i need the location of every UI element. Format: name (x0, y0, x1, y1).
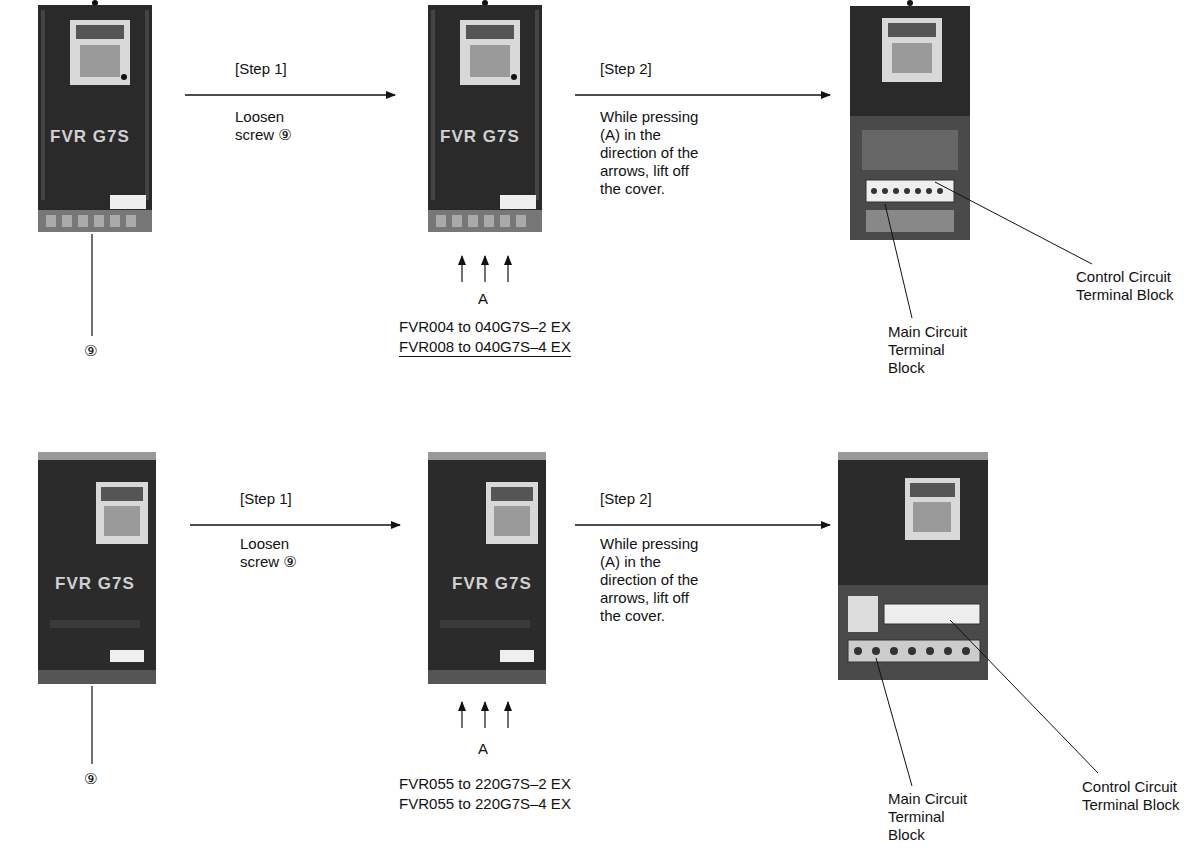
part-label: Main Circuit Terminal Block (888, 790, 983, 844)
callout-number: ⑨ (84, 770, 97, 788)
callout-number: ⑨ (84, 342, 97, 360)
step-heading: [Step 2] (600, 490, 652, 508)
model-range: FVR055 to 220G7S–2 EX (335, 775, 635, 793)
step-heading: [Step 1] (235, 60, 287, 78)
model-range: FVR004 to 040G7S–2 EX (335, 318, 635, 336)
model-range: FVR055 to 220G7S–4 EX (335, 795, 635, 813)
arrow-label: A (478, 290, 488, 308)
part-label: Main Circuit Terminal Block (888, 323, 983, 377)
product-logo: FVR G7S (452, 575, 532, 593)
instruction-text: While pressing (A) in the direction of t… (600, 535, 700, 625)
model-range: FVR008 to 040G7S–4 EX (399, 338, 571, 357)
arrow-label: A (478, 740, 488, 758)
instruction-text: Loosen screw ⑨ (235, 108, 313, 144)
part-label: Control Circuit Terminal Block (1076, 268, 1188, 304)
product-logo: FVR G7S (55, 575, 135, 593)
instruction-text: Loosen screw ⑨ (240, 535, 318, 571)
product-logo: FVR G7S (440, 128, 520, 146)
part-label: Control Circuit Terminal Block (1082, 778, 1192, 814)
step-heading: [Step 2] (600, 60, 652, 78)
step-heading: [Step 1] (240, 490, 292, 508)
instruction-text: While pressing (A) in the direction of t… (600, 108, 700, 198)
product-logo: FVR G7S (50, 128, 130, 146)
